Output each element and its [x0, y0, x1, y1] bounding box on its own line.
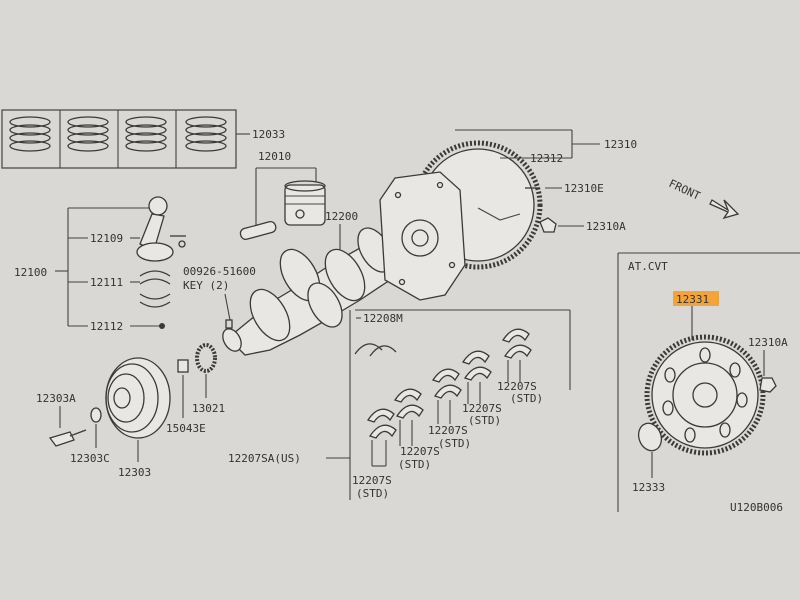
piston-rings-box: 12033: [1, 109, 285, 169]
atcvt-section: AT.CVT 12331 12310A 12333 U120B006: [617, 252, 800, 514]
crankshaft: 12200 00926-51600 KEY (2): [183, 210, 411, 356]
bearing-shells: [366, 328, 532, 439]
label-flywheel-bolt: 12310A: [586, 220, 626, 233]
label-key-small: 15043E: [166, 422, 206, 435]
label-main-bearing-d: 12207S: [462, 402, 502, 415]
connecting-rod-group: 12100 12109 12111 12112: [14, 196, 186, 333]
label-piston-ring: 12033: [252, 128, 285, 141]
label-std-b: (STD): [398, 458, 431, 471]
label-main-bearing-a: 12207S: [352, 474, 392, 487]
label-ref: U120B006: [730, 501, 783, 514]
highlight-drive-plate: [673, 291, 719, 306]
label-pulley-bolt: 12303A: [36, 392, 76, 405]
label-flywheel-assy: 12310: [604, 138, 637, 151]
label-atcvt: AT.CVT: [628, 260, 668, 273]
label-conrod-assy: 12100: [14, 266, 47, 279]
label-front: FRONT: [667, 177, 703, 203]
piston: 12010: [239, 150, 326, 240]
main-bearings: 12208M 12207SA(US) 12207S (STD) 12207S (…: [228, 309, 571, 500]
label-key-part: 00926-51600: [183, 265, 256, 278]
label-main-bearing-set: 12207SA(US): [228, 452, 301, 465]
label-std-a: (STD): [356, 487, 389, 500]
label-main-bearing-b: 12207S: [400, 445, 440, 458]
label-ring-gear: 12312: [530, 152, 563, 165]
label-main-bearing-e: 12207S: [497, 380, 537, 393]
label-thrust-bearing: 12208M: [363, 312, 403, 325]
label-key-text: KEY (2): [183, 279, 229, 292]
label-std-c: (STD): [438, 437, 471, 450]
label-reinforcement-plate: 12333: [632, 481, 665, 494]
label-piston: 12010: [258, 150, 291, 163]
label-pulley-washer: 12303C: [70, 452, 110, 465]
label-crankshaft: 12200: [325, 210, 358, 223]
label-conrod-bearing: 12111: [90, 276, 123, 289]
label-sprocket: 13021: [192, 402, 225, 415]
label-conrod-nut: 12112: [90, 320, 123, 333]
label-conrod: 12109: [90, 232, 123, 245]
pulley-group: 12303A 12303C 12303 15043E 13021: [36, 343, 225, 479]
label-drive-plate-bolt: 12310A: [748, 336, 788, 349]
label-pulley: 12303: [118, 466, 151, 479]
front-indicator: FRONT: [667, 177, 740, 220]
label-main-bearing-c: 12207S: [428, 424, 468, 437]
label-dowel: 12310E: [564, 182, 604, 195]
flywheel: 12310 12312 12310E 12310A: [379, 129, 637, 301]
label-drive-plate: 12331: [676, 293, 709, 306]
label-std-e: (STD): [510, 392, 543, 405]
drive-plate-holes: [662, 347, 748, 443]
label-std-d: (STD): [468, 414, 501, 427]
